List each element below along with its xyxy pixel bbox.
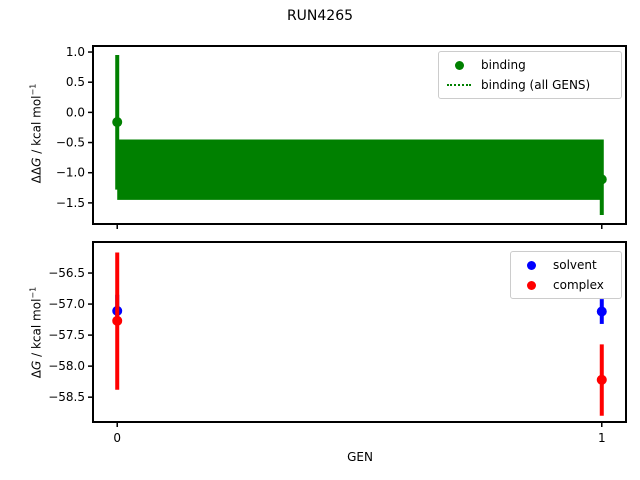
axes-frame	[92, 45, 627, 225]
data-point	[596, 174, 607, 185]
bottom-panel: −56.5 −57.0 −57.5 −58.0 −58.5 0 1	[48, 241, 627, 445]
legend-label: binding (all GENS)	[481, 78, 591, 92]
x-tick-label: 0	[113, 431, 121, 445]
axes-frame	[92, 241, 627, 423]
blue-dot-icon	[526, 260, 536, 270]
top-legend: binding binding (all GENS)	[438, 51, 622, 99]
y-tick-label: −0.5	[56, 136, 85, 150]
legend-label: solvent	[553, 258, 597, 272]
y-tick-label: 0.5	[66, 75, 85, 89]
legend-label: complex	[553, 278, 604, 292]
top-panel: 1.0 0.5 0.0 −0.5 −1.0 −1.5	[56, 45, 627, 229]
green-dot-icon	[454, 60, 464, 70]
legend-entry-complex: complex	[517, 275, 615, 295]
legend-entry-binding: binding	[445, 55, 615, 75]
x-axis-label: GEN	[347, 450, 373, 464]
legend-entry-binding-all-gens: binding (all GENS)	[445, 75, 615, 95]
top-y-axis-label: ΔΔG / kcal mol−1	[28, 83, 44, 184]
data-point	[112, 117, 123, 128]
data-point	[596, 306, 607, 317]
y-tick-label: −1.0	[56, 166, 85, 180]
data-point	[596, 374, 607, 385]
bottom-y-axis-label: ΔG / kcal mol−1	[28, 286, 44, 379]
y-tick-label: 1.0	[66, 45, 85, 59]
y-tick-label: −58.5	[48, 390, 85, 404]
legend-entry-solvent: solvent	[517, 255, 615, 275]
y-tick-label: −57.5	[48, 328, 85, 342]
dotted-line-icon	[447, 84, 471, 86]
y-tick-label: −56.5	[48, 266, 85, 280]
legend-label: binding	[481, 58, 526, 72]
y-tick-label: −1.5	[56, 196, 85, 210]
red-dot-icon	[526, 280, 536, 290]
all-gens-band	[117, 139, 602, 200]
y-tick-label: −58.0	[48, 359, 85, 373]
y-tick-label: −57.0	[48, 297, 85, 311]
x-tick-label: 1	[598, 431, 606, 445]
data-point	[112, 315, 123, 326]
y-tick-label: 0.0	[66, 105, 85, 119]
bottom-legend: solvent complex	[510, 251, 622, 299]
figure-title: RUN4265	[286, 8, 354, 24]
